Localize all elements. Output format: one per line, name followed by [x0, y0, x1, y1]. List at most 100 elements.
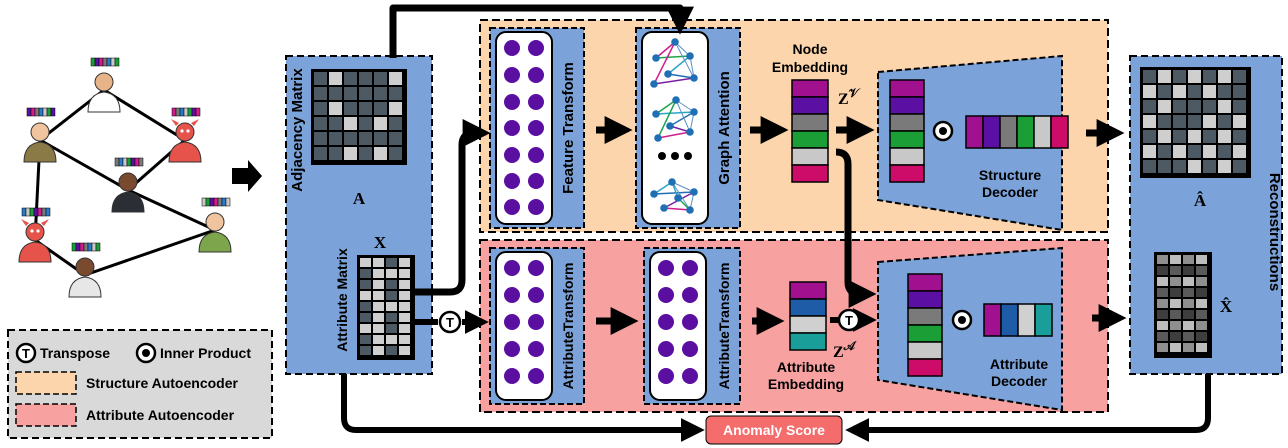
x-hat-symbol: X̂	[1220, 297, 1233, 316]
matrix-cell	[329, 117, 342, 130]
embedding-cell	[999, 115, 1018, 149]
inner-product-label: Inner Product	[160, 345, 251, 361]
matrix-cell	[1157, 266, 1168, 275]
matrix-cell	[389, 132, 402, 145]
matrix-cell	[1233, 160, 1246, 173]
matrix-cell	[373, 280, 384, 289]
matrix-cell	[1158, 130, 1171, 143]
matrix-cell	[399, 269, 410, 278]
matrix-cell	[344, 87, 357, 100]
matrix-cell	[1170, 299, 1181, 308]
matrix-cell	[1196, 332, 1207, 341]
attribute-matrix-label: Attribute Matrix	[334, 248, 350, 352]
embedding-cell	[907, 358, 943, 377]
a-hat-symbol: Â	[1194, 191, 1207, 210]
matrix-cell	[344, 117, 357, 130]
embedding-cell	[1033, 115, 1052, 149]
matrix-cell	[1218, 115, 1231, 128]
matrix-cell	[1173, 85, 1186, 98]
matrix-cell	[1233, 130, 1246, 143]
graph-node	[664, 70, 672, 78]
matrix-cell	[360, 324, 371, 333]
neuron	[504, 287, 520, 303]
embedding-cell	[889, 164, 925, 183]
matrix-cell	[1158, 160, 1171, 173]
neuron	[528, 287, 544, 303]
matrix-cell	[373, 313, 384, 322]
attribute-transform-label-1: AttributeTransform	[560, 263, 576, 390]
anomaly-score-label: Anomaly Score	[723, 422, 825, 438]
matrix-cell	[1173, 160, 1186, 173]
adjacency-matrix-label: Adjacency Matrix	[289, 68, 306, 192]
matrix-cell	[374, 102, 387, 115]
embedding-cell	[889, 79, 925, 98]
input-graph	[18, 57, 232, 298]
matrix-cell	[1203, 70, 1216, 83]
embedding-cell	[907, 324, 943, 343]
matrix-cell	[360, 335, 371, 344]
neuron	[682, 314, 698, 330]
matrix-cell	[1143, 160, 1156, 173]
matrix-cell	[1143, 145, 1156, 158]
matrix-cell	[1196, 310, 1207, 319]
embedding-cell	[965, 115, 984, 149]
neuron	[504, 173, 520, 189]
matrix-cell	[1170, 321, 1181, 330]
matrix-cell	[1157, 255, 1168, 264]
embedding-cell	[907, 307, 943, 326]
matrix-cell	[399, 324, 410, 333]
person-avatar	[23, 107, 57, 163]
neuron	[504, 67, 520, 83]
neuron	[528, 147, 544, 163]
matrix-cell	[1203, 145, 1216, 158]
attribute-decoder-label-2: Decoder	[991, 373, 1048, 389]
adjacency-symbol: A	[353, 189, 366, 208]
matrix-cell	[1183, 266, 1194, 275]
matrix-cell	[1143, 115, 1156, 128]
legend: T Transpose Inner Product Structure Auto…	[7, 329, 273, 439]
matrix-cell	[373, 324, 384, 333]
matrix-cell	[329, 147, 342, 160]
person-avatar	[87, 57, 121, 113]
matrix-cell	[389, 72, 402, 85]
node-embedding-symbol: Z𝒱	[838, 86, 861, 108]
matrix-cell	[1233, 115, 1246, 128]
anomaly-avatar	[18, 207, 52, 263]
structure-legend-label: Structure Autoencoder	[86, 375, 238, 391]
transpose-icon	[438, 310, 462, 334]
transpose-label: Transpose	[40, 345, 110, 361]
embedding-cell	[889, 113, 925, 132]
matrix-cell	[360, 280, 371, 289]
matrix-cell	[359, 117, 372, 130]
embedding-cell	[889, 147, 925, 166]
matrix-cell	[1188, 160, 1201, 173]
matrix-cell	[1170, 288, 1181, 297]
attribute-embedding-title-1: Attribute	[777, 359, 836, 375]
matrix-cell	[314, 147, 327, 160]
matrix-cell	[329, 72, 342, 85]
neuron	[504, 368, 520, 384]
embedding-cell	[789, 298, 827, 317]
flow-arrows	[341, 4, 1211, 442]
matrix-cell	[1183, 310, 1194, 319]
embedding-cell	[889, 130, 925, 149]
embedding-cell	[791, 130, 829, 149]
matrix-cell	[1233, 85, 1246, 98]
matrix-cell	[399, 335, 410, 344]
graph-attention-label: Graph Attention	[716, 71, 733, 185]
svg-text:T: T	[845, 313, 853, 328]
graph-node	[666, 122, 674, 130]
attribute-embedding-symbol: Z𝒜	[833, 339, 858, 361]
matrix-cell	[360, 313, 371, 322]
matrix-cell	[1196, 343, 1207, 352]
matrix-cell	[386, 258, 397, 267]
matrix-cell	[360, 302, 371, 311]
matrix-cell	[1188, 145, 1201, 158]
graph-node	[686, 206, 694, 214]
graph-node	[652, 54, 660, 62]
node-embedding-title-2: Embedding	[772, 59, 848, 75]
neuron	[528, 120, 544, 136]
graph-node	[671, 38, 679, 46]
node-embedding-title-1: Node	[793, 41, 828, 57]
matrix-cell	[1173, 145, 1186, 158]
